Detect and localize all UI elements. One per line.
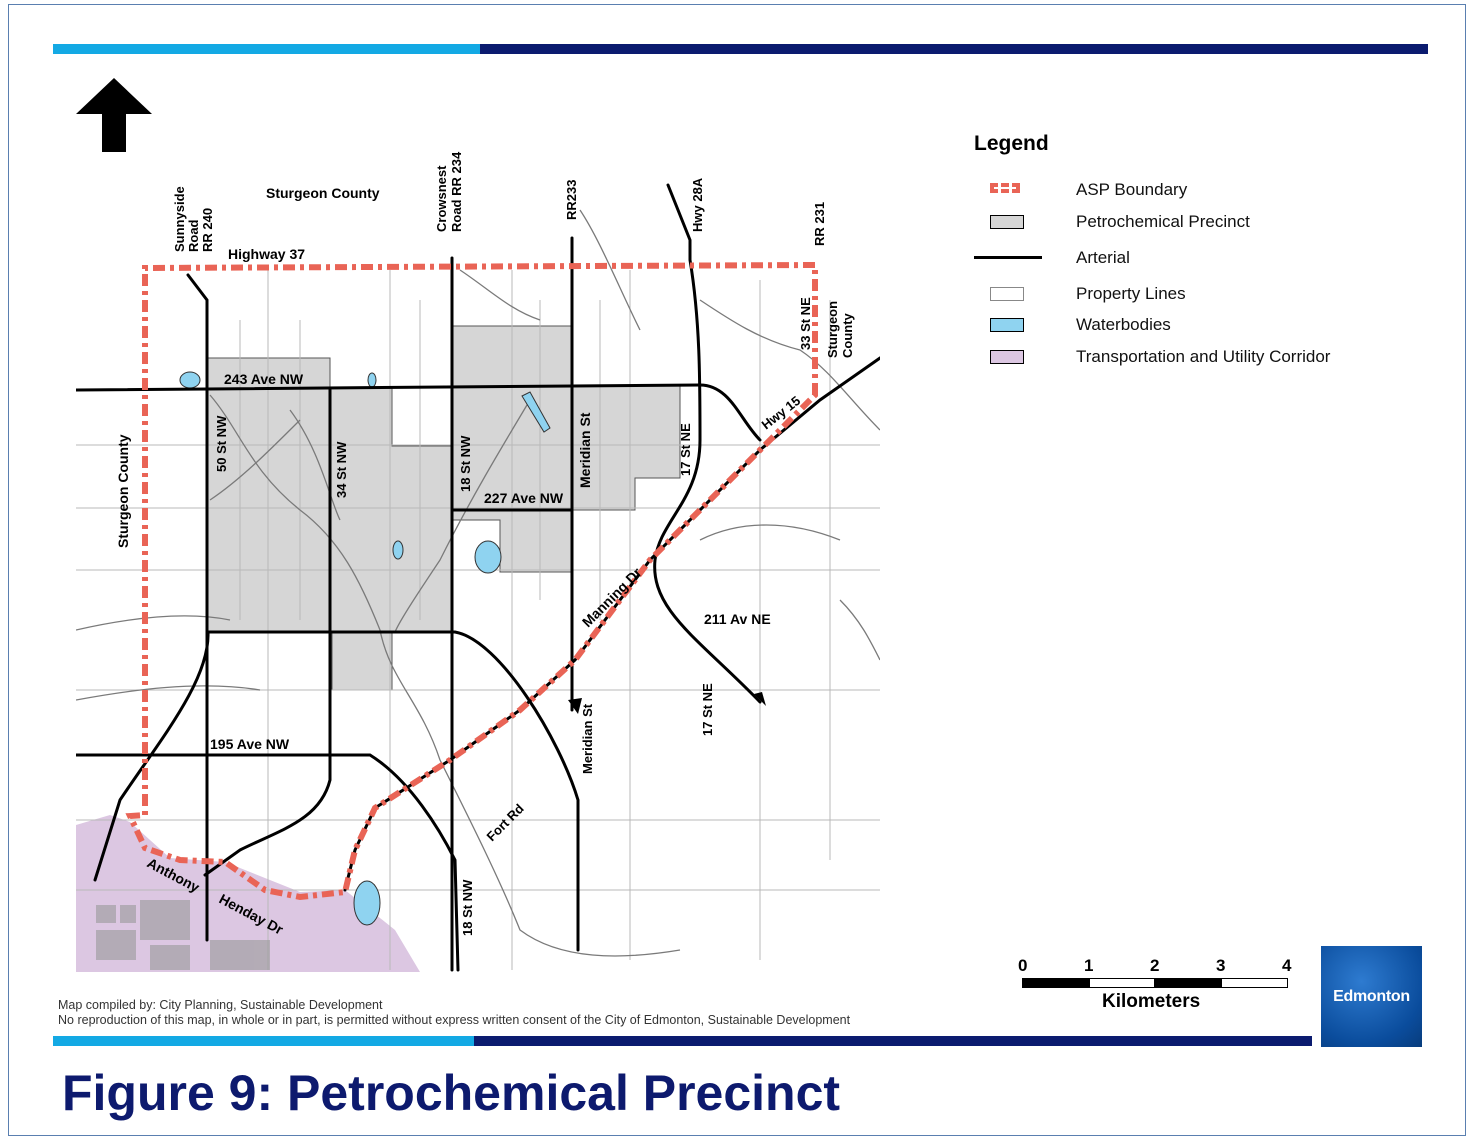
legend-item-asp-boundary: ASP Boundary — [974, 178, 1187, 202]
arterial — [76, 753, 460, 972]
label-rr233: RR233 — [564, 180, 579, 220]
dashed-red-box-icon — [974, 178, 1042, 202]
label-18-st-nw-south: 18 St NW — [460, 879, 475, 936]
black-line-icon — [974, 246, 1042, 270]
waterbody — [521, 391, 551, 433]
top-bar-light — [53, 44, 480, 54]
grey-box-icon — [974, 210, 1042, 234]
scale-tick: 4 — [1282, 956, 1292, 975]
scale-tick: 1 — [1084, 956, 1094, 975]
waterbody — [392, 540, 404, 560]
label-hwy28a: Hwy 28A — [690, 177, 705, 232]
purple-box-icon — [974, 345, 1042, 369]
label-meridian-south: Meridian St — [580, 703, 595, 774]
arterial — [203, 386, 332, 877]
waterbody — [474, 540, 502, 574]
legend-item-waterbodies: Waterbodies — [974, 313, 1171, 337]
waterbody — [367, 372, 377, 388]
label-33-st-ne: 33 St NE — [798, 297, 813, 350]
blue-box-icon — [974, 313, 1042, 337]
legend-item-petrochemical: Petrochemical Precinct — [974, 210, 1250, 234]
logo-text: Edmonton — [1333, 987, 1410, 1005]
label-sturgeon-county-east: Sturgeon County — [825, 297, 855, 358]
credit-line-1: Map compiled by: City Planning, Sustaina… — [58, 998, 383, 1012]
arterial — [76, 383, 762, 442]
label-highway-37: Highway 37 — [228, 246, 305, 262]
arrow-head-icon — [754, 692, 766, 706]
label-rr231: RR 231 — [812, 202, 827, 246]
scale-tick: 2 — [1150, 956, 1160, 975]
scale-segment — [1221, 978, 1288, 988]
label-195-ave-nw: 195 Ave NW — [210, 736, 290, 752]
legend-item-property-lines: Property Lines — [974, 282, 1186, 306]
legend-label: Arterial — [1076, 248, 1130, 267]
asp-boundary — [125, 261, 818, 901]
white-box-icon — [974, 282, 1042, 306]
scale-tick: 0 — [1018, 956, 1028, 975]
label-sturgeon-county-north: Sturgeon County — [266, 185, 380, 201]
label-sunnyside: Sunnyside Road RR 240 — [172, 183, 215, 252]
bottom-bar-light — [53, 1036, 474, 1046]
legend-label: Petrochemical Precinct — [1076, 212, 1250, 231]
scale-unit: Kilometers — [1102, 991, 1201, 1012]
label-17-st-ne-north: 17 St NE — [678, 423, 693, 476]
label-243-ave-nw: 243 Ave NW — [224, 371, 304, 387]
scale-bar: 0 1 2 3 4 Kilometers — [1014, 956, 1304, 1016]
waterbody — [353, 880, 381, 926]
legend-item-arterial: Arterial — [974, 246, 1130, 270]
label-50-st-nw: 50 St NW — [214, 415, 229, 472]
label-crowsnest: Crowsnest Road RR 234 — [434, 151, 464, 232]
page-frame — [8, 4, 1466, 1136]
legend-item-corridor: Transportation and Utility Corridor — [974, 345, 1330, 369]
label-fort-rd: Fort Rd — [484, 801, 527, 844]
label-manning-dr: Manning Dr — [579, 564, 645, 630]
arrow-head-icon — [568, 698, 582, 714]
figure-title: Figure 9: Petrochemical Precinct — [62, 1065, 841, 1121]
label-18-st-nw-north: 18 St NW — [458, 435, 473, 492]
label-227-ave-nw: 227 Ave NW — [484, 490, 564, 506]
scale-segment — [1022, 978, 1089, 988]
north-arrow-icon — [76, 78, 152, 152]
scale-tick: 3 — [1216, 956, 1226, 975]
label-17-st-ne-south: 17 St NE — [700, 683, 715, 736]
credit-line-2: No reproduction of this map, in whole or… — [58, 1013, 851, 1027]
arterial — [653, 183, 762, 704]
legend-title: Legend — [974, 132, 1049, 155]
map-credit: Map compiled by: City Planning, Sustaina… — [58, 998, 850, 1028]
label-meridian-north: Meridian St — [577, 412, 593, 488]
arterial — [93, 630, 210, 882]
label-sturgeon-county-west: Sturgeon County — [115, 434, 131, 548]
waterbody — [179, 371, 201, 389]
legend-label: Transportation and Utility Corridor — [1076, 347, 1331, 366]
top-bar-dark — [480, 44, 1428, 54]
arterial — [186, 273, 209, 942]
scale-segment — [1089, 978, 1155, 988]
scale-segment — [1155, 978, 1221, 988]
label-34-st-nw: 34 St NW — [334, 441, 349, 498]
legend-label: Waterbodies — [1076, 315, 1171, 334]
edmonton-logo: Edmonton — [1321, 946, 1422, 1047]
legend-label: Property Lines — [1076, 284, 1186, 303]
legend-label: ASP Boundary — [1076, 180, 1188, 199]
arterial — [206, 630, 580, 952]
bottom-bar-dark — [474, 1036, 1312, 1046]
label-211-av-ne: 211 Av NE — [704, 611, 771, 627]
